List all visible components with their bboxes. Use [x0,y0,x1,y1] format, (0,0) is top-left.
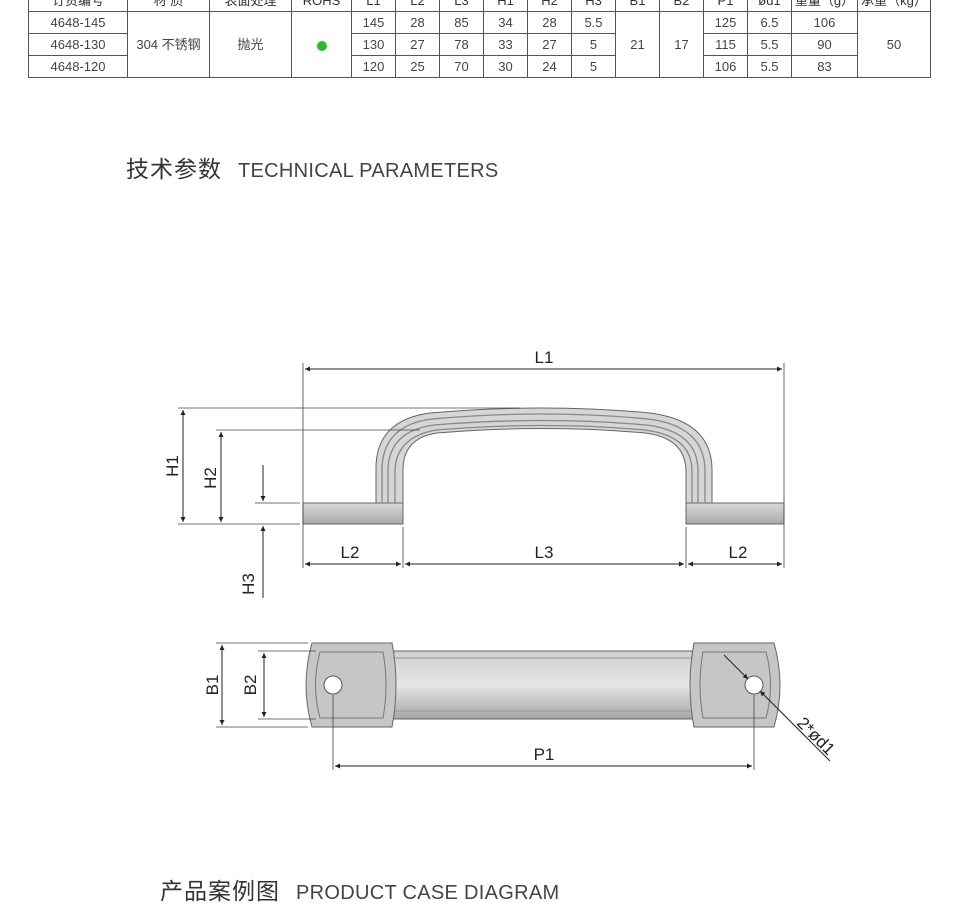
arch-line-1 [381,413,706,503]
label-hole-diameter: 2*ød1 [793,713,839,759]
cell-b1: 21 [615,11,660,78]
tech-params-heading: 技术参数 TECHNICAL PARAMETERS [126,150,498,184]
cell-h1: 30 [483,55,528,78]
label-b2: B2 [241,675,260,696]
cell-load: 50 [857,11,931,78]
handle-arch [375,407,713,504]
cell-rohs [291,11,352,78]
cell-l1: 120 [351,55,396,78]
dimension-lines [180,366,782,598]
label-p1: P1 [534,745,555,764]
label-l1: L1 [535,348,554,367]
label-h3: H3 [239,573,258,595]
cell-weight: 83 [791,55,858,78]
tech-params-title-en: TECHNICAL PARAMETERS [238,160,499,182]
label-l3: L3 [535,543,554,562]
cell-l3: 78 [439,33,484,56]
cell-surface: 抛光 [209,11,292,78]
cell-code: 4648-130 [28,33,128,56]
leader-hole-top [723,654,749,680]
rohs-indicator-icon [316,40,327,51]
case-diagram-title-cn: 产品案例图 [160,879,280,905]
arch-line-3 [394,424,693,503]
label-b1: B1 [203,675,222,696]
cell-l3: 70 [439,55,484,78]
arch-line-2 [387,419,699,503]
case-diagram-title-en: PRODUCT CASE DIAGRAM [296,882,560,904]
right-pad [689,642,781,728]
right-hole [744,675,764,695]
extension-lines [178,363,785,568]
case-diagram-heading: 产品案例图 PRODUCT CASE DIAGRAM [160,872,559,906]
cell-code: 4648-120 [28,55,128,78]
top-view: B1 B2 P1 2*ød1 [203,642,839,770]
cell-d1: 5.5 [747,55,792,78]
left-foot [302,502,404,525]
side-view: L1 L2 L3 L2 H1 H2 H3 [163,348,785,598]
cell-d1: 5.5 [747,33,792,56]
cell-l2: 27 [395,33,440,56]
cell-h2: 24 [527,55,572,78]
label-l2-right: L2 [729,543,748,562]
cell-b2: 17 [659,11,704,78]
cell-l3: 85 [439,11,484,34]
label-h1: H1 [163,455,182,477]
cell-d1: 6.5 [747,11,792,34]
cell-p1: 125 [703,11,748,34]
cell-h3: 5 [571,55,616,78]
table-row: 4648-120 120 25 70 30 24 5 106 5.5 83 [28,55,931,78]
label-h2: H2 [201,467,220,489]
left-pad [305,642,397,728]
cell-p1: 106 [703,55,748,78]
top-extension-lines [216,642,755,770]
label-l2-left: L2 [341,543,360,562]
right-foot [685,502,785,525]
left-hole [323,675,343,695]
tech-params-title-cn: 技术参数 [126,157,222,183]
cell-code: 4648-145 [28,11,128,34]
cell-material: 304 不锈钢 [127,11,210,78]
spec-table: 订货编号 材 质 表面处理 ROHS L1 L2 L3 H1 H2 H3 B1 … [28,0,931,78]
leader-hole-bottom [759,690,831,762]
center-bar [392,650,694,720]
top-dimension-lines [219,645,831,769]
